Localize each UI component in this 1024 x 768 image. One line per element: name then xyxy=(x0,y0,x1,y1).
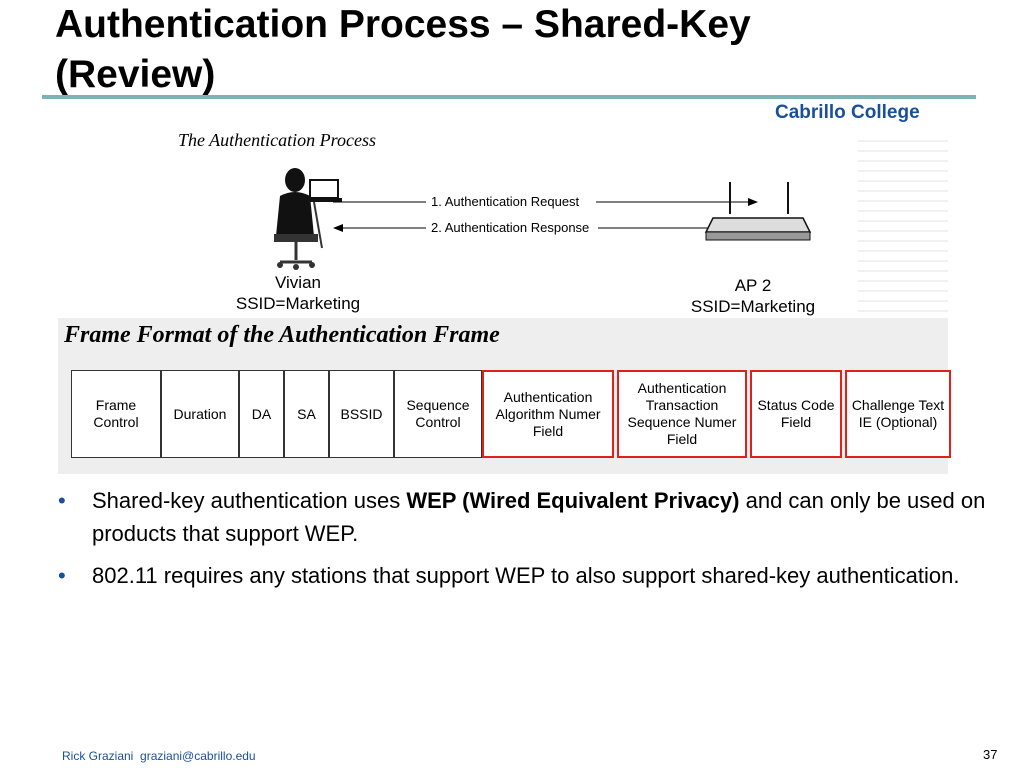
frame-field-cell: Duration xyxy=(161,370,239,458)
bullet-item: • 802.11 requires any stations that supp… xyxy=(56,559,996,592)
figure-caption-process: The Authentication Process xyxy=(178,130,376,150)
bullet-text-before: 802.11 requires any stations that suppor… xyxy=(92,563,960,588)
authentication-figure: The Authentication Process xyxy=(58,122,951,474)
laptop-icon xyxy=(306,179,342,249)
station-label: Vivian SSID=Marketing xyxy=(228,272,368,314)
slide-title: Authentication Process – Shared-Key (Rev… xyxy=(55,0,955,100)
scanned-text-background xyxy=(858,132,948,312)
auth-request-label: 1. Authentication Request xyxy=(431,194,580,209)
frame-field-cell: SA xyxy=(284,370,329,458)
frame-field-cell: Frame Control xyxy=(71,370,161,458)
brand-logo-text: Cabrillo College xyxy=(775,102,920,123)
frame-field-cell: DA xyxy=(239,370,284,458)
title-rule xyxy=(42,95,976,99)
station-ssid: SSID=Marketing xyxy=(235,294,361,313)
figure-caption-frame: Frame Format of the Authentication Frame xyxy=(58,318,948,362)
author-name: Rick Graziani xyxy=(62,749,134,763)
ap-ssid: SSID=Marketing xyxy=(690,297,816,316)
author-email: graziani@cabrillo.edu xyxy=(140,749,256,763)
access-point-icon xyxy=(704,182,812,241)
frame-field-cell: Authentication Algorithm Numer Field xyxy=(482,370,614,458)
bullet-text-bold: WEP (Wired Equivalent Privacy) xyxy=(406,488,740,513)
process-diagram xyxy=(274,168,812,270)
frame-field-cell: Sequence Control xyxy=(394,370,482,458)
ap-name: AP 2 xyxy=(734,276,772,295)
auth-response-label: 2. Authentication Response xyxy=(431,220,590,235)
bullet-icon: • xyxy=(58,488,66,513)
bullet-list: • Shared-key authentication uses WEP (Wi… xyxy=(56,484,996,601)
slide-title-line1: Authentication Process – Shared-Key xyxy=(55,3,751,46)
frame-field-cell: Challenge Text IE (Optional) xyxy=(845,370,951,458)
bullet-text-after: and can only be used on products that su… xyxy=(92,488,986,546)
station-name: Vivian xyxy=(275,273,321,292)
bullet-icon: • xyxy=(58,563,66,588)
access-point-label: AP 2 SSID=Marketing xyxy=(673,275,833,317)
bullet-text-before: Shared-key authentication uses xyxy=(92,488,407,513)
frame-field-cell: BSSID xyxy=(329,370,394,458)
frame-field-cell: Status Code Field xyxy=(750,370,842,458)
page-number: 37 xyxy=(983,747,998,762)
slide-title-line2: (Review) xyxy=(55,53,216,96)
footer-author: Rick Graziani graziani@cabrillo.edu xyxy=(62,749,256,763)
request-arrow xyxy=(333,198,758,206)
bullet-item: • Shared-key authentication uses WEP (Wi… xyxy=(56,484,996,550)
person-icon xyxy=(274,168,318,270)
frame-field-cell: Authentication Transaction Sequence Nume… xyxy=(617,370,747,458)
